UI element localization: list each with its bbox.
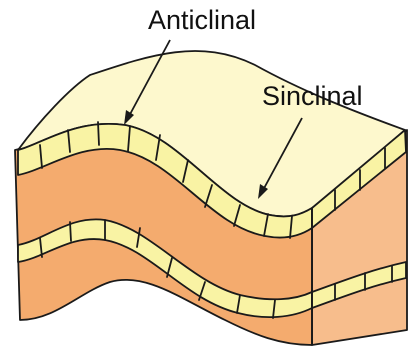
syncline-label: Sinclinal	[262, 81, 363, 111]
anticline-label: Anticlinal	[148, 5, 256, 35]
